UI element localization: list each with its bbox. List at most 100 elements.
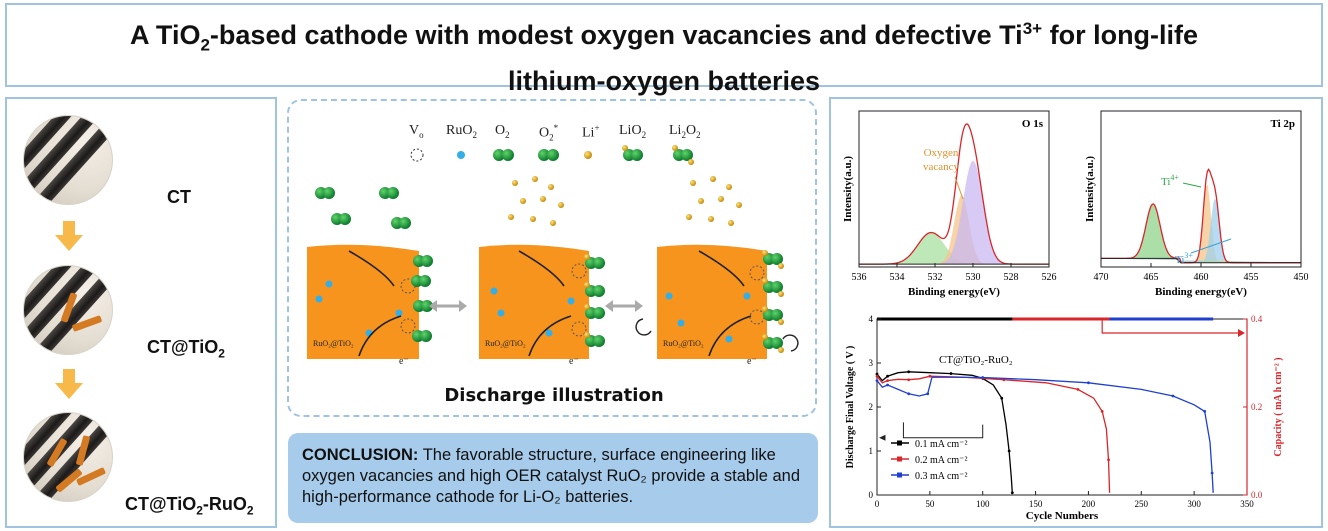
voltage-series-line bbox=[876, 371, 1013, 493]
capacity-pointer-head bbox=[1238, 329, 1245, 337]
annotation-line: vacancy bbox=[923, 161, 960, 173]
legend-label: 0.2 mA cm⁻² bbox=[915, 455, 967, 466]
y2-tick-label: 0.0 bbox=[1251, 490, 1263, 500]
block-3 bbox=[635, 176, 799, 359]
x-tick-label: 455 bbox=[1244, 272, 1259, 283]
data-point bbox=[1210, 471, 1214, 475]
legend-sub: 2 bbox=[505, 129, 510, 140]
data-point bbox=[907, 370, 911, 374]
y-axis-label: Intensity(a.u.) bbox=[842, 156, 854, 222]
annotation-text: Ti bbox=[1161, 176, 1170, 188]
y-axis-label: Discharge Final Voltage ( V ) bbox=[845, 346, 856, 469]
double-arrow-icon bbox=[429, 300, 467, 312]
conclusion-text: CONCLUSION: The favorable structure, sur… bbox=[302, 445, 804, 508]
label-text: CT@TiO bbox=[125, 494, 197, 514]
material-panel: CT CT@TiO2 CT@TiO2-RuO2 bbox=[5, 97, 277, 528]
x-axis-label: Binding energy(eV) bbox=[1155, 286, 1247, 298]
scheme-drawing bbox=[307, 145, 799, 359]
block-label: RuO₂@TiO₂ bbox=[663, 339, 704, 348]
annotation-sup: 3+ bbox=[1184, 251, 1193, 260]
x-tick-label: 0 bbox=[875, 499, 880, 509]
data-point bbox=[1000, 396, 1004, 400]
title-sub: 2 bbox=[200, 35, 210, 55]
data-point bbox=[981, 376, 985, 379]
title-line-2: lithium-oxygen batteries bbox=[507, 66, 821, 97]
discharge-scheme: Vo RuO2 O2 O2* Li+ LiO2 Li2O2 bbox=[287, 99, 817, 417]
y-tick-label: 4 bbox=[869, 314, 874, 324]
double-arrow-icon bbox=[605, 300, 643, 312]
sample-label: CT@TiO₂-RuO₂ bbox=[939, 354, 1013, 366]
legend-vo: Vo bbox=[409, 123, 424, 140]
chart-title: Ti 2p bbox=[1270, 118, 1295, 130]
title-text: -based cathode with modest oxygen vacanc… bbox=[209, 20, 1023, 50]
label-sub: 2 bbox=[218, 346, 225, 361]
data-point bbox=[875, 379, 879, 382]
legend-sub: 2 bbox=[472, 129, 477, 140]
data-point bbox=[875, 372, 879, 376]
label-ct: CT bbox=[167, 187, 191, 207]
y2-axis-label: Capacity ( mA h cm⁻² ) bbox=[1273, 357, 1284, 456]
label-ct-tio2: CT@TiO2 bbox=[147, 337, 225, 361]
data-point bbox=[886, 379, 889, 382]
conclusion-box: CONCLUSION: The favorable structure, sur… bbox=[288, 433, 818, 523]
ct-tio2-photo bbox=[23, 265, 113, 355]
conclusion-heading: CONCLUSION: bbox=[302, 446, 419, 464]
data-point bbox=[1076, 388, 1080, 391]
legend-sub: 2 bbox=[681, 129, 686, 140]
data-point bbox=[1007, 449, 1011, 453]
ct-photo bbox=[23, 115, 113, 205]
data-point bbox=[926, 392, 930, 396]
x-tick-label: 532 bbox=[928, 272, 943, 283]
x-tick-label: 300 bbox=[1187, 499, 1201, 509]
legend-label: O bbox=[495, 123, 506, 138]
o2-icon bbox=[493, 149, 514, 161]
annotation-line: Oxygen bbox=[924, 147, 959, 159]
legend-sup: + bbox=[594, 123, 600, 133]
legend-marker bbox=[897, 472, 902, 478]
data-point bbox=[907, 392, 911, 396]
annotation-text: Ti bbox=[1175, 254, 1184, 266]
peak-fit-area bbox=[859, 195, 1049, 265]
y-axis-label: Intensity(a.u.) bbox=[1084, 156, 1096, 222]
li-icon bbox=[584, 151, 592, 159]
peak-fit-area bbox=[859, 160, 1049, 265]
ruo2-icon bbox=[457, 151, 465, 159]
x-tick-label: 350 bbox=[1240, 499, 1254, 509]
voltage-pointer-head bbox=[879, 434, 886, 441]
annotation-sup: 4+ bbox=[1170, 173, 1179, 182]
legend-sub: 2 bbox=[641, 129, 647, 140]
x-tick-label: 150 bbox=[1029, 499, 1043, 509]
legend-li2o2: Li2O2 bbox=[669, 123, 701, 140]
annotation-ti4: Ti4+ bbox=[1161, 173, 1179, 188]
label-sub: 2 bbox=[246, 503, 254, 518]
y-tick-label: 3 bbox=[869, 358, 874, 368]
data-point bbox=[1010, 491, 1014, 495]
li2o2-icon bbox=[672, 145, 694, 165]
plot-frame bbox=[858, 110, 1050, 268]
ct-tio2-ruo2-photo bbox=[23, 412, 113, 502]
x-tick-label: 460 bbox=[1194, 272, 1209, 283]
title-line-1: A TiO2-based cathode with modest oxygen … bbox=[7, 11, 1321, 63]
data-point bbox=[1203, 410, 1207, 413]
legend-li: Li+ bbox=[582, 123, 600, 142]
vacancy-icon bbox=[410, 148, 424, 162]
legend-o2: O2 bbox=[495, 123, 510, 140]
y-tick-label: 1 bbox=[869, 446, 874, 456]
y2-tick-label: 0.2 bbox=[1251, 402, 1262, 412]
legend-label: 0.3 mA cm⁻² bbox=[915, 471, 967, 482]
legend-label: 0.1 mA cm⁻² bbox=[915, 439, 967, 450]
plot-frame bbox=[876, 318, 1248, 496]
x-tick-label: 534 bbox=[890, 272, 905, 283]
legend-sub: 2 bbox=[696, 129, 701, 140]
x-axis-label: Cycle Numbers bbox=[1026, 510, 1099, 522]
data-point bbox=[1100, 410, 1104, 413]
legend-marker bbox=[897, 456, 902, 462]
x-tick-label: 536 bbox=[852, 272, 867, 283]
x-tick-label: 50 bbox=[925, 499, 935, 509]
title-text: A TiO bbox=[129, 20, 201, 50]
label-text: CT@TiO bbox=[147, 337, 219, 357]
x-tick-label: 100 bbox=[976, 499, 990, 509]
legend-label: O bbox=[685, 123, 697, 138]
